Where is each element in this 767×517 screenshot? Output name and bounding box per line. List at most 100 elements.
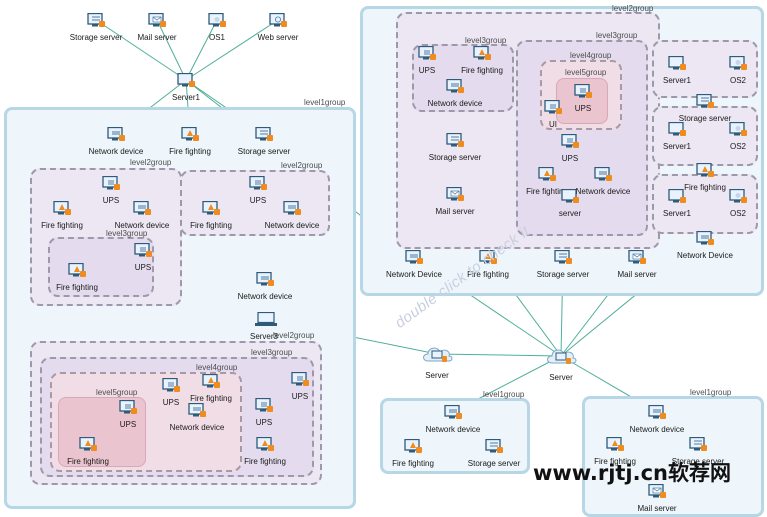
os2-node[interactable]: OS2 <box>683 56 767 85</box>
fire-fighting-icon <box>202 374 220 388</box>
network-device-node[interactable]: Network device <box>602 405 712 434</box>
node-label: Server3 <box>249 332 278 341</box>
node-label: Mail server <box>617 270 657 279</box>
fire-fighting-node[interactable]: Fire fighting <box>156 201 266 230</box>
server-icon <box>668 56 686 70</box>
storage-server-node[interactable]: Storage server <box>439 439 549 468</box>
network-device-node[interactable]: Network device <box>142 403 252 432</box>
ups-node[interactable]: UPS <box>116 378 226 407</box>
ups-icon <box>255 398 273 412</box>
mail-server-node[interactable]: Mail server <box>102 13 212 42</box>
network-device-node[interactable]: Network device <box>87 201 197 230</box>
network-device-icon <box>188 403 206 417</box>
node-label: Storage server <box>678 114 732 123</box>
server1-node[interactable]: Server1 <box>622 56 732 85</box>
storage-server-node[interactable]: Storage server <box>650 94 760 123</box>
ups-node[interactable]: UPS <box>88 243 198 272</box>
storage-server-node[interactable]: Storage server <box>209 127 319 156</box>
cloud-server-node[interactable]: Server <box>407 343 467 380</box>
node-label: Mail server <box>435 207 475 216</box>
edge-server1-os1 <box>185 19 218 81</box>
ups-node[interactable]: UPS <box>73 400 183 429</box>
node-label: Network device <box>575 187 631 196</box>
fire-fighting-icon <box>202 201 220 215</box>
storage-server-icon <box>485 439 503 453</box>
network-device-node[interactable]: Network device <box>400 79 510 108</box>
node-label: Network device <box>169 423 225 432</box>
server-node[interactable]: server <box>515 189 625 218</box>
mail-server-node[interactable]: Mail server <box>582 250 692 279</box>
ups-node[interactable]: UPS <box>528 84 638 113</box>
os2-node[interactable]: OS2 <box>683 122 767 151</box>
server1-node[interactable]: Server1 <box>622 122 732 151</box>
storage-server-node[interactable]: Storage server <box>400 133 510 162</box>
fire-fighting-node[interactable]: Fire fighting <box>560 437 670 466</box>
node-label: OS1 <box>208 33 225 42</box>
network-device-icon <box>594 167 612 181</box>
center-server-node[interactable]: Server <box>531 345 591 382</box>
ups-icon <box>119 400 137 414</box>
web-server-node[interactable]: Web server <box>223 13 333 42</box>
network-device-node[interactable]: Network device <box>210 272 320 301</box>
network-device-icon <box>133 201 151 215</box>
storage-server-node[interactable]: Storage server <box>643 437 753 466</box>
os1-node[interactable]: OS1 <box>162 13 272 42</box>
fire-fighting-node[interactable]: Fire fighting <box>210 437 320 466</box>
fire-fighting-node[interactable]: Fire fighting <box>433 250 543 279</box>
node-label: Network device <box>237 292 293 301</box>
mail-server-node[interactable]: Mail server <box>400 187 510 216</box>
network-device-node[interactable]: Network device <box>237 201 347 230</box>
os2-node[interactable]: OS2 <box>683 189 767 218</box>
group-right-box3[interactable] <box>652 174 758 234</box>
ups-node[interactable]: UPS <box>203 176 313 205</box>
group-right-box1[interactable] <box>652 40 758 98</box>
storage-server-icon <box>696 94 714 108</box>
ups-node[interactable]: UPS <box>56 176 166 205</box>
server1-node[interactable]: Server1 <box>131 73 241 102</box>
group-bottom-level1b[interactable] <box>582 396 764 517</box>
node-label: Fire fighting <box>190 394 232 403</box>
fire-fighting-node[interactable]: Fire fighting <box>650 163 760 192</box>
fire-fighting-node[interactable]: Fire fighting <box>22 263 132 292</box>
group-label: level1group <box>483 390 525 399</box>
network-device-icon <box>446 79 464 93</box>
group-label: level3group <box>251 348 293 357</box>
fire-fighting-node[interactable]: Fire fighting <box>427 46 537 75</box>
server3-node[interactable]: Server3 <box>209 312 319 341</box>
node-label: Network Device <box>385 270 442 279</box>
mail-server-node[interactable]: Mail server <box>602 484 712 513</box>
fire-fighting-node[interactable]: Fire fighting <box>33 437 143 466</box>
group-label: level4group <box>570 51 612 60</box>
network-device-node[interactable]: Network device <box>548 167 658 196</box>
ups-node[interactable]: UPS <box>515 134 625 163</box>
network-device-node[interactable]: Network Device <box>650 231 760 260</box>
server-icon <box>148 13 166 27</box>
ups-node[interactable]: UPS <box>209 398 319 427</box>
ups-icon <box>291 372 309 386</box>
ups-node[interactable]: UPS <box>372 46 482 75</box>
node-label: Storage server <box>467 459 521 468</box>
ups-icon <box>162 378 180 392</box>
node-label: Fire fighting <box>67 457 109 466</box>
fire-fighting-node[interactable]: Fire fighting <box>135 127 245 156</box>
node-label: Web server <box>257 33 299 42</box>
group-label: level3group <box>596 31 638 40</box>
ups-icon <box>418 46 436 60</box>
network-device-node[interactable]: Network device <box>398 405 508 434</box>
node-label: Server <box>549 373 573 382</box>
ui-node[interactable]: UI <box>498 100 608 129</box>
storage-server-node[interactable]: Storage server <box>41 13 151 42</box>
fire-fighting-icon <box>404 439 422 453</box>
fire-fighting-node[interactable]: Fire fighting <box>156 374 266 403</box>
storage-server-node[interactable]: Storage server <box>508 250 618 279</box>
fire-fighting-node[interactable]: Fire fighting <box>492 167 602 196</box>
fire-fighting-node[interactable]: Fire fighting <box>358 439 468 468</box>
node-label: Network device <box>629 425 685 434</box>
network-device-node[interactable]: Network device <box>61 127 171 156</box>
network-device-node[interactable]: Network Device <box>359 250 469 279</box>
ups-node[interactable]: UPS <box>245 372 355 401</box>
fire-fighting-node[interactable]: Fire fighting <box>7 201 117 230</box>
group-label: level2group <box>281 161 323 170</box>
server1-node[interactable]: Server1 <box>622 189 732 218</box>
